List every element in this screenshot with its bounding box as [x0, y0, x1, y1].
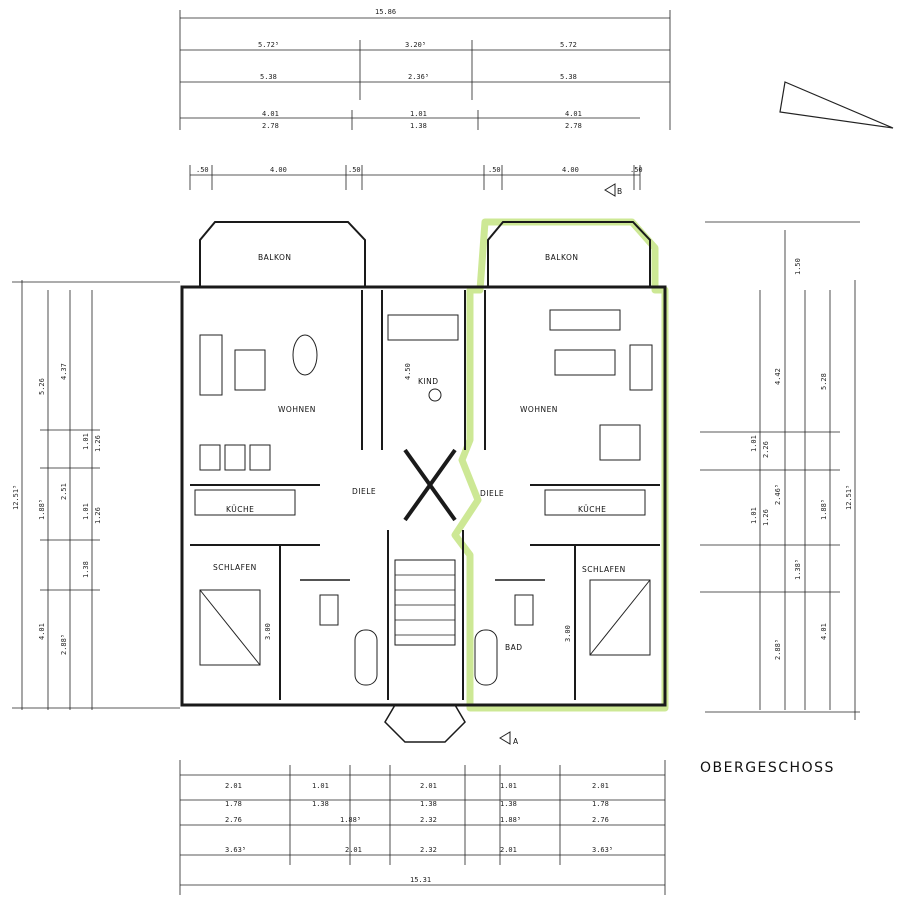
highlighted-unit-outline: [451, 218, 669, 712]
dim-bottom-3b: 1.88⁵: [340, 816, 361, 824]
dim-bottom-1e: 2.01: [592, 782, 609, 790]
dim-bottom-2c: 1.38: [420, 800, 437, 808]
room-wohnen-left: WOHNEN: [278, 405, 316, 414]
dim-top-3a: 4.01: [262, 110, 279, 118]
dim-bottom-2b: 1.38: [312, 800, 329, 808]
dim-bottom-1c: 2.01: [420, 782, 437, 790]
floor-title: OBERGESCHOSS: [700, 760, 835, 776]
dim-right-c2c: 2.88⁵: [774, 639, 782, 660]
dim-left-overall: 12.51⁵: [12, 485, 20, 510]
room-kueche-left: KÜCHE: [226, 505, 254, 514]
dim-right-c1c: 4.01: [820, 623, 828, 640]
dim-right-c3a: 1.50: [794, 258, 802, 275]
dim-bottom-4c: 2.32: [420, 846, 437, 854]
dim-top-4a: 2.78: [262, 122, 279, 130]
dim-top-overall: 15.86: [375, 8, 396, 16]
room-bad: BAD: [505, 643, 523, 652]
dim-left-c1a: 5.26: [38, 378, 46, 395]
dim-bottom-3d: 1.88⁵: [500, 816, 521, 824]
dim-schlafen-right: 3.00: [564, 625, 572, 642]
section-marker-b: B: [604, 183, 623, 197]
room-balkon-right: BALKON: [545, 253, 578, 262]
room-schlafen-right: SCHLAFEN: [582, 565, 626, 574]
room-kueche-right: KÜCHE: [578, 505, 606, 514]
dim-bottom-4a: 3.63⁵: [225, 846, 246, 854]
dim-bottom-3c: 2.32: [420, 816, 437, 824]
room-balkon-left: BALKON: [258, 253, 291, 262]
dim-top-5a: .50: [196, 166, 209, 174]
north-arrow-icon: [779, 81, 894, 129]
dim-left-c2b: 2.51: [60, 483, 68, 500]
room-wohnen-right: WOHNEN: [520, 405, 558, 414]
dim-kind-width: 4.50: [404, 363, 412, 380]
dim-left-c1b: 1.88⁵: [38, 499, 46, 520]
dim-right-c1b: 1.88⁵: [820, 499, 828, 520]
dim-top-3b: 1.01: [410, 110, 427, 118]
dim-right-c4a: 2.26: [762, 441, 770, 458]
dim-top-1a: 5.72⁵: [258, 41, 279, 49]
dim-bottom-4e: 3.63⁵: [592, 846, 613, 854]
dim-bottom-3e: 2.76: [592, 816, 609, 824]
dim-left-c3b: 1.01: [82, 503, 90, 520]
dim-right-c3d: 1.38⁵: [794, 559, 802, 580]
building-walls: [180, 221, 667, 743]
dim-left-c4b: 1.26: [94, 507, 102, 524]
dim-right-c1a: 5.28: [820, 373, 828, 390]
dim-bottom-1b: 1.01: [312, 782, 329, 790]
dim-bottom-2d: 1.38: [500, 800, 517, 808]
dim-left-c2a: 4.37: [60, 363, 68, 380]
dim-right-c3b: 1.01: [750, 435, 758, 452]
dim-bottom-1d: 1.01: [500, 782, 517, 790]
dim-left-c3a: 1.01: [82, 433, 90, 450]
dim-bottom-4b: 2.01: [345, 846, 362, 854]
dim-top-4c: 2.78: [565, 122, 582, 130]
dim-bottom-2a: 1.78: [225, 800, 242, 808]
dim-top-5d: .50: [488, 166, 501, 174]
dim-left-c4a: 1.26: [94, 435, 102, 452]
section-b-label: B: [617, 187, 623, 196]
dim-top-4b: 1.38: [410, 122, 427, 130]
section-a-label: A: [513, 737, 519, 746]
dim-schlafen-left: 3.00: [264, 623, 272, 640]
dim-right-c4b: 1.26: [762, 509, 770, 526]
top-dimension-chain: [179, 10, 671, 190]
dim-bottom-3a: 2.76: [225, 816, 242, 824]
left-dimension-chain: [12, 280, 180, 710]
room-diele-left: DIELE: [352, 487, 376, 496]
dim-bottom-4d: 2.01: [500, 846, 517, 854]
right-dimension-chain: [700, 221, 860, 720]
room-kind: KIND: [418, 377, 439, 386]
dim-left-c1c: 4.01: [38, 623, 46, 640]
dim-right-c2a: 4.42: [774, 368, 782, 385]
furniture: [194, 309, 653, 686]
dim-top-5b: 4.00: [270, 166, 287, 174]
dim-top-5c: .50: [348, 166, 361, 174]
dim-top-5e: 4.00: [562, 166, 579, 174]
dim-top-1c: 5.72: [560, 41, 577, 49]
dim-bottom-overall: 15.31: [410, 876, 431, 884]
dim-right-overall: 12.51⁵: [845, 485, 853, 510]
dim-right-c2b: 2.46⁵: [774, 484, 782, 505]
section-marker-a: A: [499, 731, 519, 746]
bottom-dimension-chain: [179, 760, 666, 895]
dim-left-c2c: 2.88⁵: [60, 634, 68, 655]
dim-top-2b: 2.36⁵: [408, 73, 429, 81]
room-diele-right: DIELE: [480, 489, 504, 498]
dim-top-1b: 3.20⁵: [405, 41, 426, 49]
room-schlafen-left: SCHLAFEN: [213, 563, 257, 572]
dim-top-5f: .50: [630, 166, 643, 174]
dim-left-c3c: 1.38: [82, 561, 90, 578]
dim-right-c3c: 1.01: [750, 507, 758, 524]
dim-top-2c: 5.38: [560, 73, 577, 81]
dim-top-2a: 5.38: [260, 73, 277, 81]
dim-top-3c: 4.01: [565, 110, 582, 118]
dim-bottom-2e: 1.78: [592, 800, 609, 808]
dim-bottom-1a: 2.01: [225, 782, 242, 790]
